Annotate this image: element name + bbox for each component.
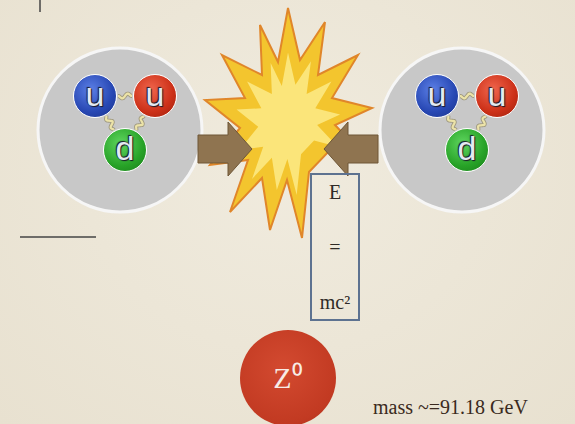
gluon-line <box>106 116 114 130</box>
quark-circle: d <box>445 128 489 172</box>
mass-note: mass ~=91.18 GeV <box>373 396 528 419</box>
quark-circle: u <box>133 74 177 118</box>
node-label: u <box>488 77 507 111</box>
equation-text: mc² <box>320 291 350 313</box>
gluon-shadow <box>118 94 132 99</box>
gluon-line <box>478 116 486 130</box>
gluon-line <box>136 116 144 130</box>
node-label: Z⁰ <box>273 363 302 393</box>
node-label: d <box>458 131 477 165</box>
equation-text: E <box>329 181 341 203</box>
proton-circle <box>38 48 202 212</box>
gluon-shadow <box>478 116 486 130</box>
gluon-shadow <box>448 116 456 130</box>
quark-circle: u <box>415 74 459 118</box>
gluon-line <box>460 94 474 99</box>
boson-circle: Z⁰ <box>240 330 336 424</box>
node-label: u <box>428 77 447 111</box>
slide-rule <box>39 0 41 12</box>
gluon-line <box>448 116 456 130</box>
collision-arrow <box>324 122 378 176</box>
gluon-line <box>118 94 132 99</box>
equation-text: = <box>329 236 340 258</box>
node-label: u <box>146 77 165 111</box>
gluon-shadow <box>460 94 474 99</box>
equation-box: E = mc² <box>310 173 360 321</box>
node-label: u <box>86 77 105 111</box>
node-label: d <box>116 131 135 165</box>
gluon-shadow <box>106 116 114 130</box>
proton-circle <box>380 48 544 212</box>
gluon-shadow <box>136 116 144 130</box>
quark-circle: d <box>103 128 147 172</box>
quark-circle: u <box>475 74 519 118</box>
slide-rule <box>20 236 96 238</box>
collision-arrow <box>198 122 252 176</box>
quark-circle: u <box>73 74 117 118</box>
